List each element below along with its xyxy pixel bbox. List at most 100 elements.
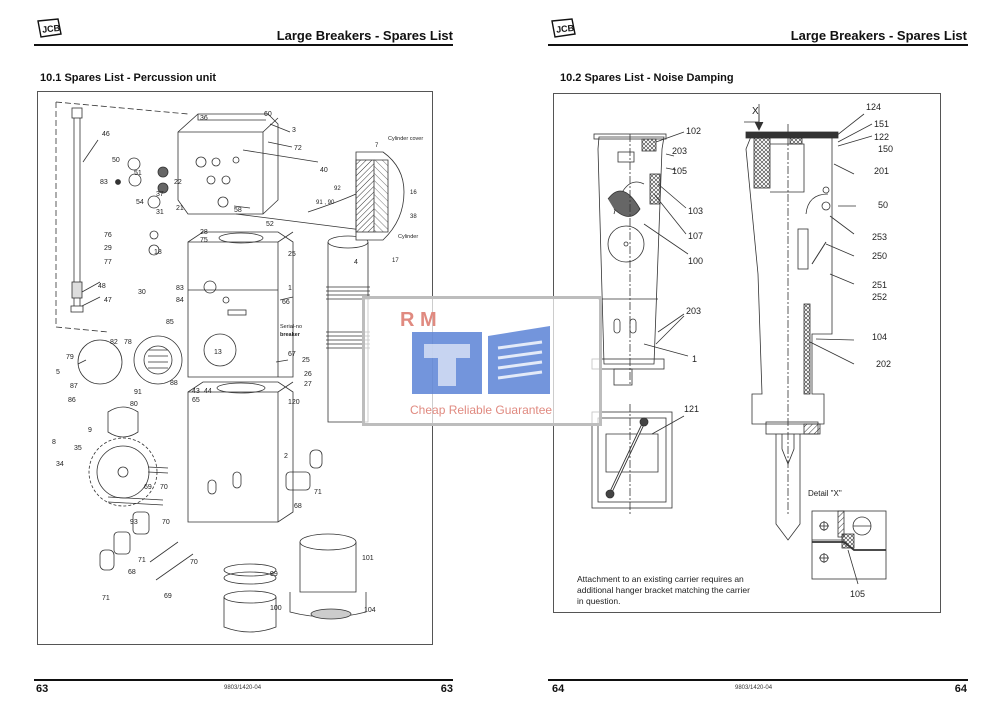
callout-99: 99 (270, 571, 278, 578)
page-number-right: 63 (440, 683, 453, 695)
callout-35: 35 (74, 445, 82, 452)
callout-79: 79 (66, 354, 74, 361)
inset-label-cylinder: Cylinder (398, 234, 418, 240)
callout-86: 86 (68, 397, 76, 404)
watermark-tagline: Cheap Reliable Guarantee (410, 403, 552, 417)
inset-label-16: 16 (410, 190, 417, 196)
header-rule (34, 44, 453, 46)
callout-8: 8 (52, 439, 56, 446)
svg-text:JCB: JCB (42, 23, 61, 35)
callout-80: 80 (130, 401, 138, 408)
callout-83: 83 (100, 179, 108, 186)
watermark: R M Cheap Reliable Guarantee (359, 293, 605, 429)
callout-1: 1 (288, 285, 292, 292)
callout-203b: 203 (686, 306, 701, 316)
inset-label-92: 92 (334, 186, 341, 192)
page-number-left: 64 (552, 683, 565, 695)
callout-21: 21 (176, 205, 184, 212)
header-title: Large Breakers - Spares List (276, 28, 453, 43)
callout-104: 104 (872, 332, 887, 342)
inset-label-38: 38 (410, 214, 417, 220)
callout-77: 77 (104, 259, 112, 266)
callout-1: 1 (692, 354, 697, 364)
callout-201: 201 (874, 166, 889, 176)
view-x-label: X (752, 106, 759, 117)
callout-58: 58 (234, 207, 242, 214)
callout-40: 40 (320, 167, 328, 174)
part-13-label: 13 (214, 349, 222, 356)
serial-label-1: Serial-no (280, 324, 302, 330)
callout-27: 27 (304, 381, 312, 388)
callout-104: 104 (364, 607, 376, 614)
callout-66: 66 (282, 299, 290, 306)
callout-29: 75 (200, 237, 208, 244)
callout-88: 88 (170, 380, 178, 387)
inset-label-17: 17 (392, 258, 399, 264)
callout-28: 28 (200, 229, 208, 236)
callout-31: 31 (156, 209, 164, 216)
callout-2: 2 (284, 453, 288, 460)
callout-105: 105 (672, 166, 687, 176)
detail-x-title: Detail "X" (808, 489, 842, 498)
callout-251: 251 (872, 280, 887, 290)
exploded-view-drawing: 46 50 51 83 22 37 31 54 21 36 60 3 72 40… (52, 101, 423, 633)
callout-18: 18 (154, 249, 162, 256)
callout-43: 43 (192, 388, 200, 395)
callout-48: 48 (98, 283, 106, 290)
callout-101: 101 (362, 555, 374, 562)
detail-callout-105: 105 (850, 589, 865, 599)
header-rule (548, 44, 968, 46)
header-title: Large Breakers - Spares List (790, 28, 967, 43)
callout-124: 124 (866, 102, 881, 112)
callout-50: 50 (112, 157, 120, 164)
callout-72: 72 (294, 145, 302, 152)
callout-250: 250 (872, 251, 887, 261)
page-64: JCB Large Breakers - Spares List 10.2 Sp… (500, 0, 1001, 716)
page-number-right: 64 (954, 683, 967, 695)
callout-121: 121 (684, 404, 699, 414)
footer-rule (548, 679, 968, 681)
callout-75: 29 (104, 245, 112, 252)
callout-68b: 68 (128, 569, 136, 576)
watermark-brand: R M (400, 309, 437, 331)
callout-70c: 70 (190, 559, 198, 566)
callout-3: 3 (292, 127, 296, 134)
callout-69: 69 (144, 484, 152, 491)
noise-damping-drawing: X 102 203 105 103 107 100 203 1 121 124 … (591, 102, 893, 599)
callout-29b: 25 (288, 251, 296, 258)
inset-label-91-90: 91 , 90 (316, 200, 335, 206)
callout-91: 91 (134, 389, 142, 396)
callout-70b: 70 (162, 519, 170, 526)
callout-107: 107 (688, 231, 703, 241)
callout-151: 151 (874, 119, 889, 129)
section-title: 10.2 Spares List - Noise Damping (560, 72, 734, 84)
carrier-note: Attachment to an existing carrier requir… (577, 574, 750, 606)
watermark-book-icon (488, 326, 550, 394)
footer-rule (34, 679, 453, 681)
callout-65: 65 (192, 397, 200, 404)
jcb-logo: JCB (37, 18, 62, 38)
callout-203: 203 (672, 146, 687, 156)
callout-100: 100 (688, 256, 703, 266)
callout-67: 67 (288, 351, 296, 358)
callout-84: 84 (176, 297, 184, 304)
callout-37: 37 (156, 191, 164, 198)
callout-78: 78 (124, 339, 132, 346)
callout-52: 52 (266, 221, 274, 228)
callout-103: 103 (688, 206, 703, 216)
piston-label: 4 (354, 259, 358, 266)
callout-93: 93 (130, 519, 138, 526)
callout-22: 22 (174, 179, 182, 186)
callout-25: 25 (302, 357, 310, 364)
callout-68: 68 (294, 503, 302, 510)
callout-71: 71 (314, 489, 322, 496)
callout-30: 30 (138, 289, 146, 296)
callout-202: 202 (876, 359, 891, 369)
callout-83b: 83 (176, 285, 184, 292)
serial-label-2: breaker (280, 332, 301, 338)
callout-36: 36 (200, 115, 208, 122)
section-title: 10.1 Spares List - Percussion unit (40, 72, 217, 84)
callout-60: 60 (264, 111, 272, 118)
document-code: 9803/1420-04 (735, 685, 773, 691)
callout-87: 87 (70, 383, 78, 390)
